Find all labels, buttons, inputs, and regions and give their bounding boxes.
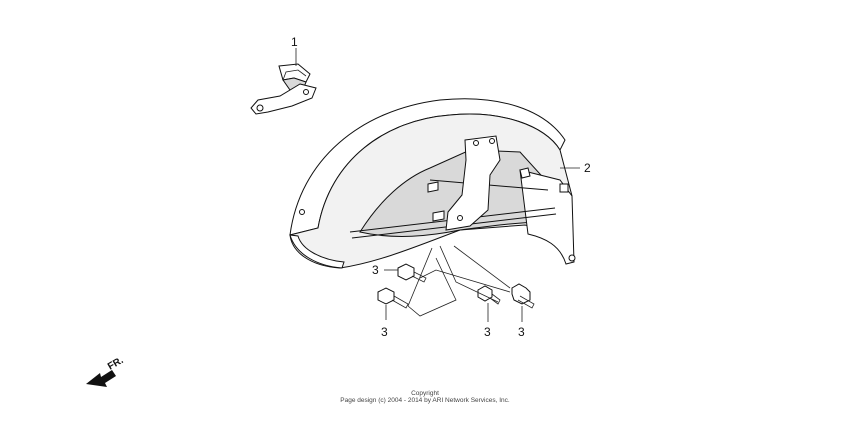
callout-part-1: 1 bbox=[291, 35, 298, 49]
part-1-bracket[interactable] bbox=[250, 63, 317, 115]
bolt-leader-lines bbox=[407, 245, 511, 317]
front-direction-label: FR. bbox=[106, 355, 126, 373]
part-2-fender[interactable] bbox=[289, 98, 576, 269]
callout-leaders bbox=[295, 48, 580, 322]
bolt-upper-left[interactable] bbox=[397, 263, 427, 283]
front-direction-arrow-icon: FR. bbox=[86, 355, 126, 387]
callout-part-2: 2 bbox=[584, 161, 591, 175]
callout-part-3-middle: 3 bbox=[484, 325, 491, 339]
bolt-lower-left[interactable] bbox=[377, 287, 409, 309]
callout-part-3-left: 3 bbox=[381, 325, 388, 339]
callout-part-3-right: 3 bbox=[518, 325, 525, 339]
bolt-right[interactable] bbox=[511, 283, 535, 309]
callout-part-3-upper: 3 bbox=[372, 263, 379, 277]
copyright-line-1: Copyright bbox=[411, 390, 439, 397]
copyright-line-2: Page design (c) 2004 - 2014 by ARI Netwo… bbox=[340, 397, 510, 404]
